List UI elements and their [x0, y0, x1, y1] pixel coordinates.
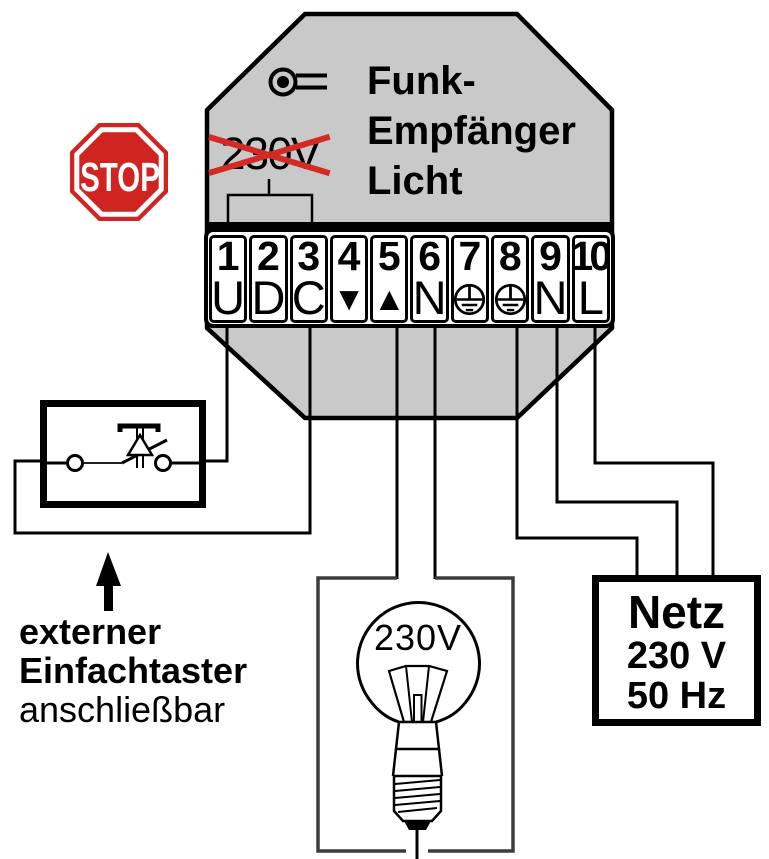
terminal-number: 3 — [297, 235, 321, 279]
wire-terminal8-to-mains — [515, 326, 639, 578]
terminal-number: 4 — [337, 235, 361, 279]
receiver-title-line1: Funk- — [367, 59, 476, 103]
terminal-symbol: L — [577, 271, 604, 323]
lamp-voltage-label: 230V — [373, 617, 463, 658]
terminal-symbol — [494, 283, 526, 318]
stop-sign-icon: STOP — [70, 123, 168, 221]
terminal-cell-4: 4▼ — [329, 235, 369, 323]
terminal-symbol: U — [211, 271, 246, 323]
terminal-symbol: ▼ — [332, 280, 366, 317]
terminal-symbol: C — [291, 271, 326, 323]
terminal-number: 8 — [498, 235, 522, 279]
wires — [13, 326, 715, 859]
terminal-symbol: ▲ — [373, 280, 406, 317]
terminal-cell-5: 5▲ — [370, 235, 409, 323]
receiver-title-line2: Empfänger — [367, 109, 576, 153]
terminal-symbol: D — [251, 271, 286, 323]
terminal-cell-8: 8 — [491, 235, 530, 323]
external-switch-box — [40, 400, 206, 508]
stop-sign-label: STOP — [80, 154, 160, 200]
terminal-number: 7 — [458, 235, 482, 279]
mains-title: Netz — [627, 586, 726, 638]
terminal-number: 6 — [418, 235, 442, 279]
terminal-cell-7: 7 — [450, 235, 490, 323]
push-button-symbol — [47, 423, 199, 472]
mains-frequency: 50 Hz — [626, 675, 727, 717]
terminal-number: 1 — [216, 235, 240, 279]
terminal-number: 9 — [539, 235, 562, 279]
mains-box: Netz 230 V 50 Hz — [592, 575, 761, 726]
key-icon — [268, 67, 327, 97]
earth-icon — [454, 283, 486, 316]
wire-switch-to-terminal3 — [13, 327, 312, 535]
terminal-number: 5 — [377, 235, 401, 279]
receiver-title: Funk- Empfänger Licht — [367, 56, 576, 206]
wire-terminal10-to-mains — [593, 326, 715, 578]
earth-icon — [494, 283, 526, 316]
terminal-symbol: N — [533, 271, 568, 323]
up-arrow-icon — [96, 552, 121, 611]
terminal-number: 10 — [571, 235, 609, 279]
terminal-symbol: N — [412, 271, 447, 323]
lamp-box — [316, 576, 515, 853]
wire-terminal1-to-switch — [205, 326, 229, 463]
switch-note-line2: Einfachtaster — [19, 650, 248, 691]
terminal-symbol — [454, 283, 486, 318]
receiver-title-line3: Licht — [367, 159, 463, 203]
switch-note-line1: externer — [19, 611, 162, 652]
light-bulb-icon — [356, 601, 481, 830]
terminal-number: 2 — [257, 235, 280, 279]
switch-note-line3: anschließbar — [19, 689, 226, 730]
switch-note: externer Einfachtaster anschließbar — [19, 612, 247, 729]
mains-voltage: 230 V — [626, 635, 727, 677]
wire-terminal9-to-mains — [555, 326, 679, 578]
